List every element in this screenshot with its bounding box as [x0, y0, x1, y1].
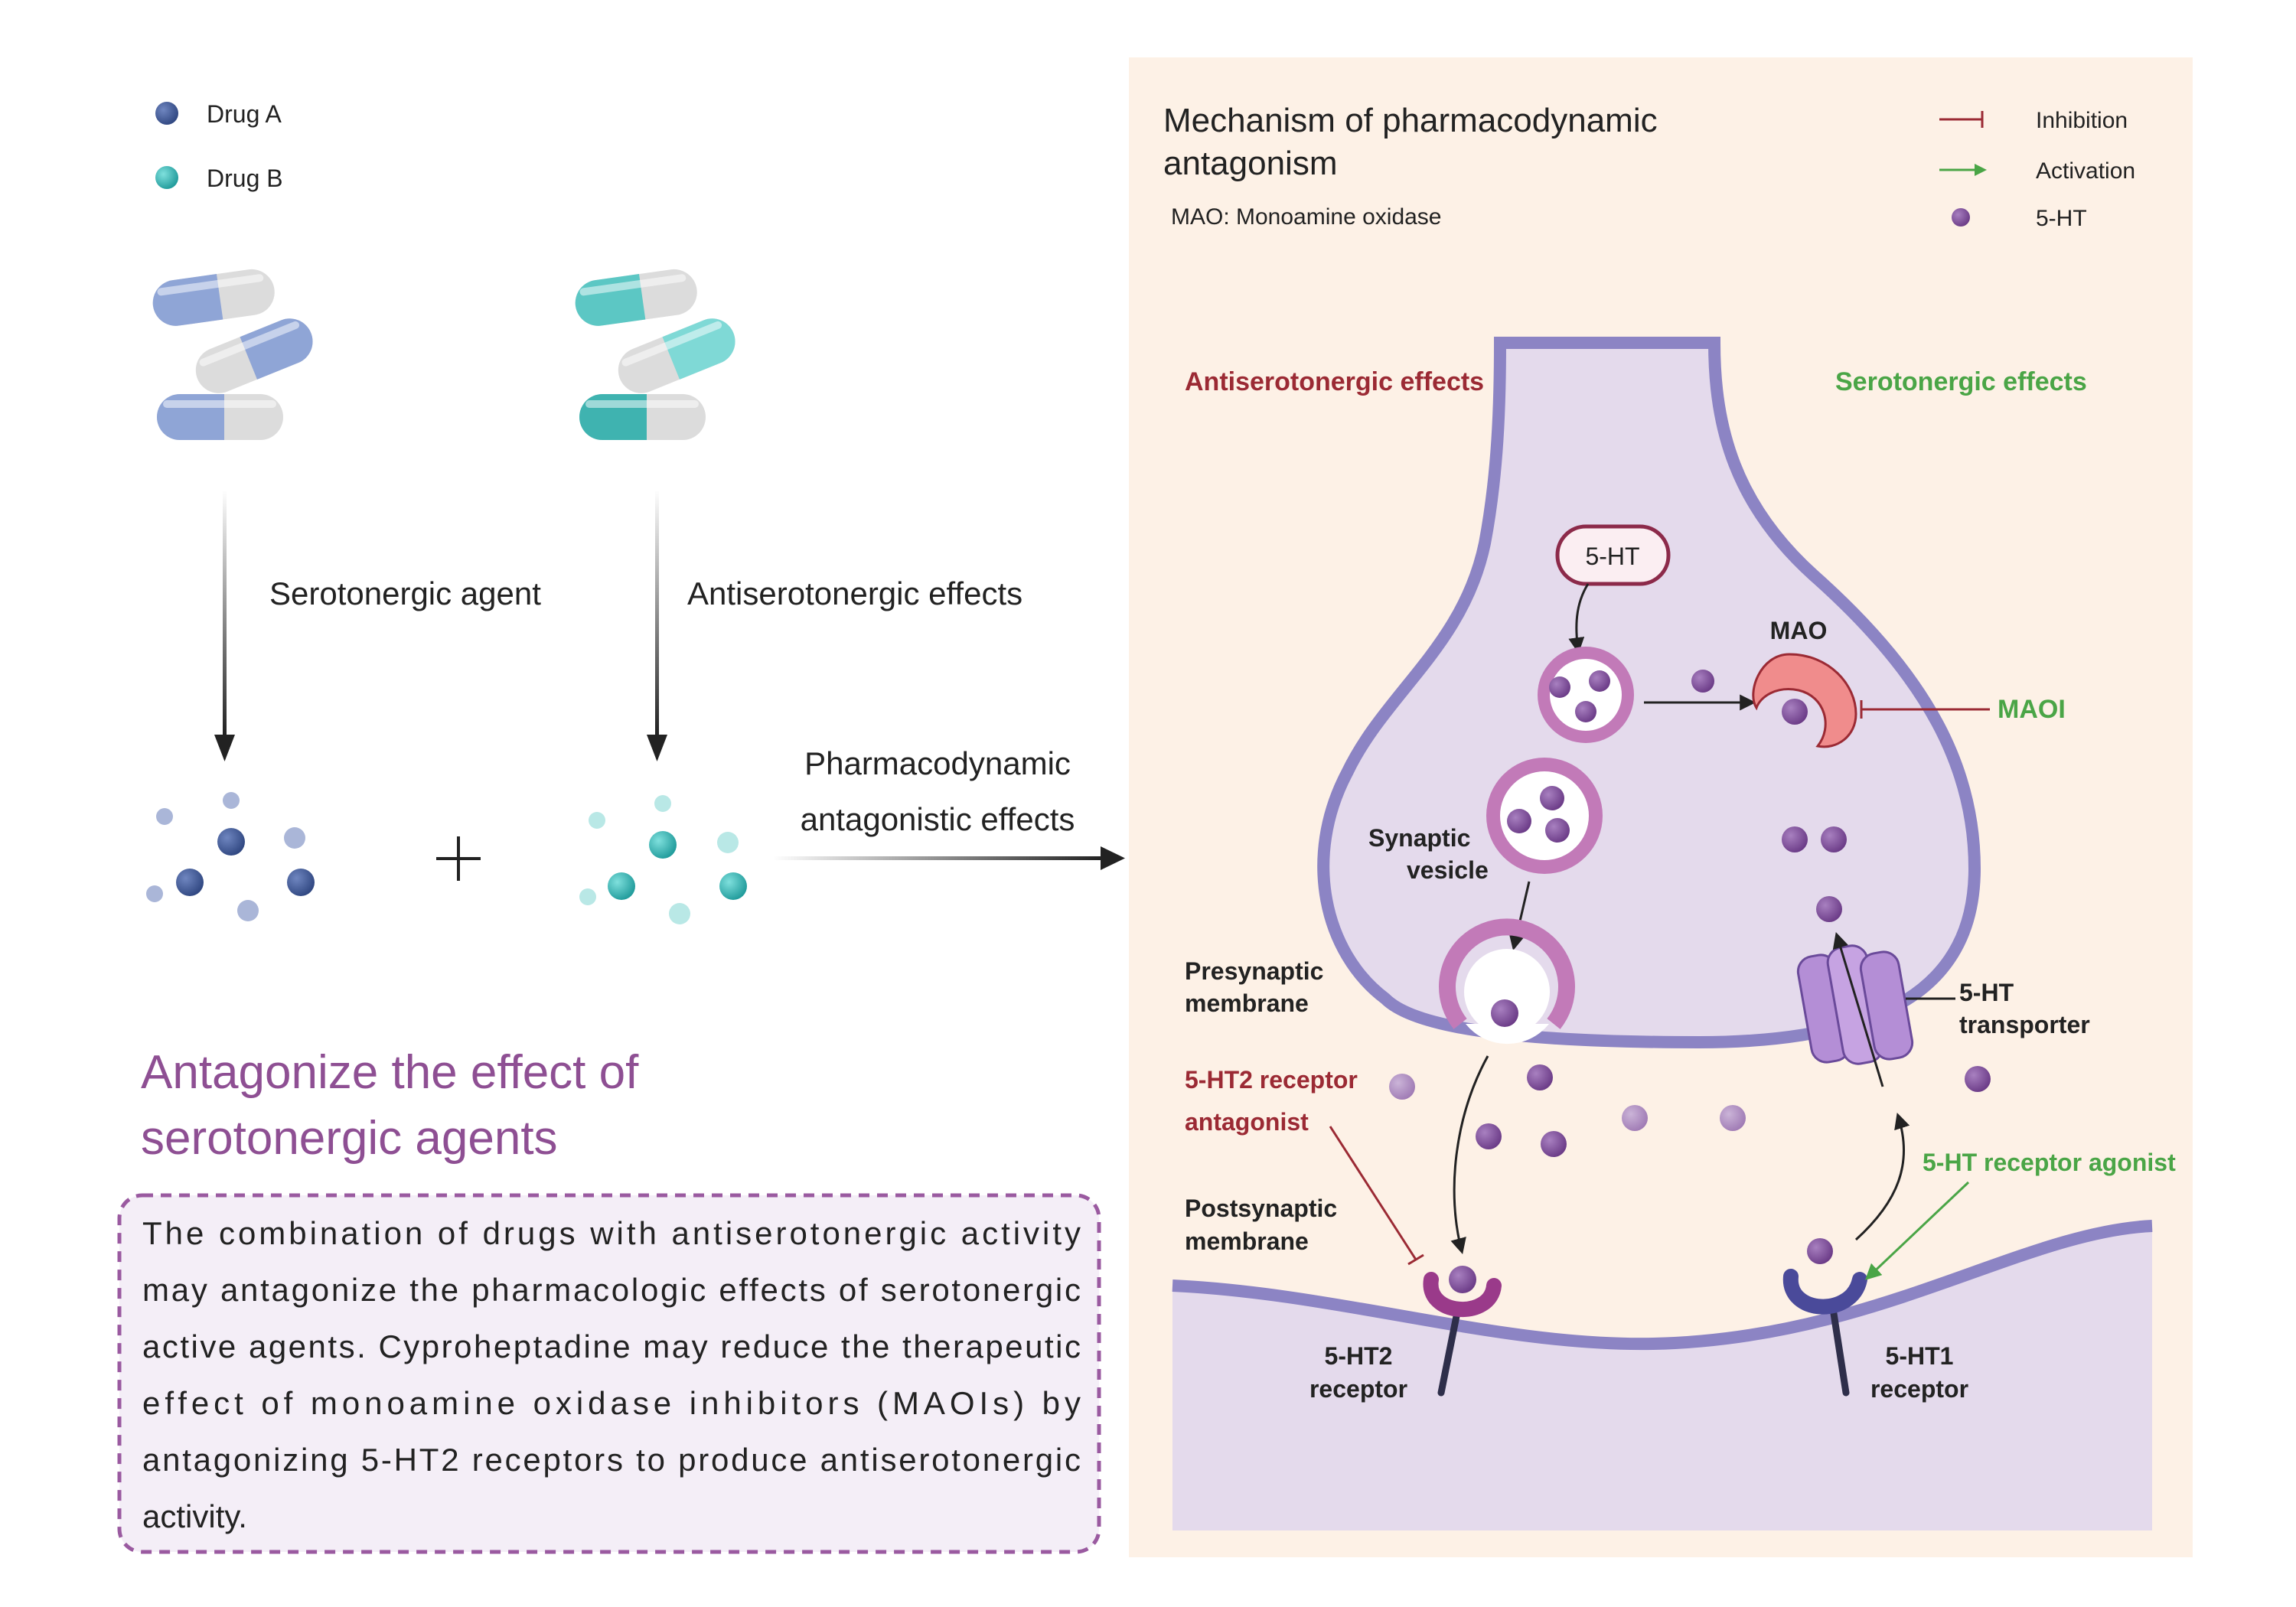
postsynaptic-membrane-line — [1172, 1220, 2153, 1351]
ht1-receptor-label-1: 5-HT1 — [1886, 1342, 1954, 1370]
drug-b-legend-dot — [155, 166, 178, 189]
synthesis-arrow — [1568, 583, 1590, 654]
description-line: antagonizing 5-HT2 receptors to produce … — [142, 1442, 1081, 1478]
left-legend: Drug A Drug B — [155, 100, 283, 192]
drug-a-legend-label: Drug A — [207, 100, 282, 128]
agonist-activation-arrow — [1864, 1181, 1970, 1280]
serotonin-molecule — [1821, 826, 1847, 852]
description-line: effect of monoamine oxidase inhibitors (… — [142, 1385, 1081, 1421]
ht2-antagonist-label-1: 5-HT2 receptor — [1185, 1066, 1358, 1094]
synaptic-vesicle-lower — [1486, 758, 1603, 874]
serotonergic-effects-heading: Serotonergic effects — [1835, 367, 2087, 396]
serotonin-molecule — [1449, 1266, 1476, 1293]
drug-b-legend-label: Drug B — [207, 165, 283, 192]
serotonin-molecule — [1782, 699, 1808, 725]
description-line: activity. — [142, 1498, 247, 1534]
synaptic-vesicle-label-1: Synaptic — [1368, 824, 1470, 852]
presynaptic-terminal — [1317, 337, 1981, 1049]
mechanism-legend: Inhibition Activation 5-HT — [1939, 108, 2135, 231]
heading-line-2: serotonergic agents — [141, 1112, 558, 1165]
maoi-inhibition-arrow — [1860, 700, 1990, 719]
ht2-antagonist-inhibition-arrow — [1329, 1126, 1424, 1266]
postsynaptic-membrane-label-2: membrane — [1185, 1227, 1309, 1255]
transporter-label-1: 5-HT — [1959, 979, 2014, 1006]
pd-antagonistic-label-2: antagonistic effects — [801, 801, 1075, 837]
synaptic-cleft-serotonin — [1389, 1064, 1991, 1157]
reuptake-arrow — [1832, 931, 1884, 1087]
maoi-label: MAOI — [1998, 695, 2066, 724]
ht2-receptor-label-2: receptor — [1309, 1375, 1407, 1403]
ht1-receptor-icon — [1782, 1269, 1867, 1397]
ht2-receptor-label-1: 5-HT2 — [1325, 1342, 1393, 1370]
fusing-vesicle — [1439, 918, 1575, 1045]
serotonin-molecule — [1816, 896, 1842, 922]
synaptic-vesicle-label-2: vesicle — [1407, 856, 1489, 884]
serotonergic-agent-label: Serotonergic agent — [269, 575, 541, 611]
drug-a-legend-dot — [155, 102, 178, 125]
ht-agonist-label: 5-HT receptor agonist — [1923, 1149, 2176, 1176]
transporter-label-2: transporter — [1959, 1011, 2090, 1038]
description-box — [117, 1193, 1101, 1554]
drug-a-molecules — [146, 792, 315, 921]
mechanism-title-line-1: Mechanism of pharmacodynamic — [1163, 102, 1658, 139]
antiserotonergic-effects-heading: Antiserotonergic effects — [1185, 367, 1484, 396]
presynaptic-membrane-label-1: Presynaptic — [1185, 957, 1323, 985]
inhibition-legend-icon — [1939, 111, 1984, 128]
serotonin-legend-label: 5-HT — [2036, 206, 2087, 231]
ht1-activation-arrow — [1854, 1113, 1910, 1241]
heading-line-1: Antagonize the effect of — [141, 1046, 639, 1099]
drug-a-capsules-icon — [152, 269, 313, 440]
serotonin-transporter-icon — [1796, 944, 1914, 1065]
mao-label: MAO — [1770, 617, 1828, 644]
ht2-antagonist-label-2: antagonist — [1185, 1108, 1309, 1136]
ht2-receptor-icon — [1423, 1272, 1502, 1397]
serotonin-box — [1555, 524, 1671, 586]
vesicle-transport-arrow — [1508, 881, 1531, 951]
serotonin-molecule — [1782, 826, 1808, 852]
mechanism-title-line-2: antagonism — [1163, 145, 1337, 182]
pd-antagonistic-label-1: Pharmacodynamic — [804, 745, 1071, 781]
description-line: may antagonize the pharmacologic effects… — [142, 1272, 1081, 1308]
serotonin-molecule — [1807, 1238, 1833, 1264]
synaptic-vesicle-upper — [1538, 647, 1634, 743]
description-line: The combination of drugs with antiseroto… — [142, 1215, 1081, 1251]
plus-icon — [436, 836, 481, 881]
serotonin-box-label: 5-HT — [1585, 543, 1639, 570]
serotonergic-agent-arrow — [214, 490, 235, 761]
activation-legend-label: Activation — [2036, 158, 2135, 184]
pd-antagonistic-arrow — [773, 846, 1125, 870]
mao-abbreviation: MAO: Monoamine oxidase — [1171, 204, 1442, 230]
postsynaptic-cell — [1172, 1226, 2152, 1530]
ht1-receptor-label-2: receptor — [1870, 1375, 1968, 1403]
antiserotonergic-effects-arrow — [647, 490, 667, 761]
drug-b-capsules-icon — [575, 269, 735, 440]
presynaptic-membrane-label-2: membrane — [1185, 989, 1309, 1017]
serotonin-molecule — [1691, 670, 1714, 693]
postsynaptic-membrane-label-1: Postsynaptic — [1185, 1195, 1337, 1222]
drug-b-molecules — [579, 795, 747, 924]
inhibition-legend-label: Inhibition — [2036, 108, 2128, 133]
antiserotonergic-effects-label: Antiserotonergic effects — [687, 575, 1022, 611]
activation-legend-icon — [1939, 164, 1987, 176]
mao-enzyme-icon — [1752, 653, 1857, 748]
release-arrow — [1450, 1055, 1489, 1255]
serotonin-legend-dot — [1952, 208, 1970, 227]
